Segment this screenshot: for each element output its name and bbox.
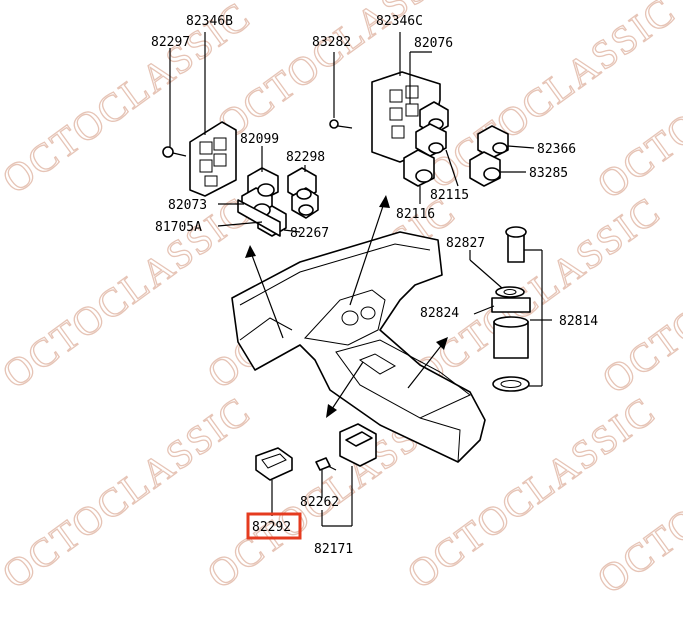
label-82827[interactable]: 82827	[446, 236, 485, 251]
switch-group-82076	[403, 51, 459, 204]
label-82073[interactable]: 82073	[168, 198, 207, 213]
switch-82298	[287, 165, 319, 219]
label-83285[interactable]: 83285	[529, 166, 568, 181]
screw-83282	[329, 52, 353, 129]
switch-panel-82346B	[189, 32, 237, 197]
pointer-arrows	[245, 195, 448, 418]
label-82115[interactable]: 82115	[430, 188, 469, 203]
label-82346B[interactable]: 82346B	[186, 14, 233, 29]
dashboard-console	[231, 231, 486, 463]
label-83282[interactable]: 83282	[312, 35, 351, 50]
label-82171[interactable]: 82171	[314, 542, 353, 557]
lighter-assembly-82814	[469, 226, 552, 392]
label-82297[interactable]: 82297	[151, 35, 190, 50]
label-82346C[interactable]: 82346C	[376, 14, 423, 29]
leader-lines-left	[217, 203, 301, 233]
label-82366[interactable]: 82366	[537, 142, 576, 157]
label-82076[interactable]: 82076	[414, 36, 453, 51]
label-82824[interactable]: 82824	[420, 306, 459, 321]
label-82262[interactable]: 82262	[300, 495, 339, 510]
bottom-parts	[255, 423, 377, 527]
label-82267[interactable]: 82267	[290, 226, 329, 241]
switch-group-82366	[469, 125, 535, 187]
label-82292[interactable]: 82292	[252, 520, 291, 535]
label-82814[interactable]: 82814	[559, 314, 598, 329]
switch-group-82099	[237, 146, 287, 237]
label-81705A[interactable]: 81705A	[155, 220, 202, 235]
screw-82297	[162, 48, 187, 158]
label-82116[interactable]: 82116	[396, 207, 435, 222]
label-82298[interactable]: 82298	[286, 150, 325, 165]
label-82099[interactable]: 82099	[240, 132, 279, 147]
part-labels: 82346B 82297 82346C 83282 82076 82099 82…	[151, 14, 598, 557]
highlight-box-82292	[246, 512, 302, 540]
